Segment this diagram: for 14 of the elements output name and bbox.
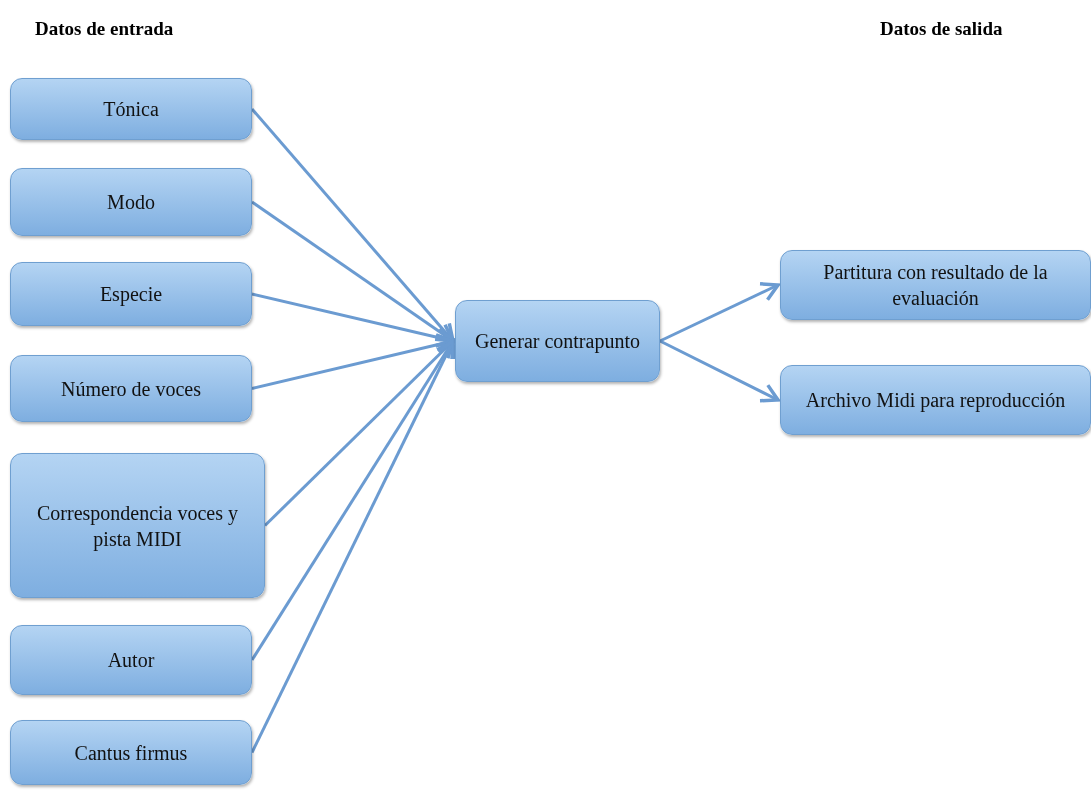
process-box: Cantus firmus	[10, 720, 252, 785]
process-box: Archivo Midi para reproducción	[780, 365, 1091, 435]
process-box: Autor	[10, 625, 252, 695]
process-box: Generar contrapunto	[455, 300, 660, 382]
process-box: Correspondencia voces y pista MIDI	[10, 453, 265, 598]
process-box: Partitura con resultado de la evaluación	[780, 250, 1091, 320]
process-box: Número de voces	[10, 355, 252, 422]
column-heading: Datos de entrada	[35, 18, 174, 40]
column-heading: Datos de salida	[880, 18, 1003, 40]
process-box: Tónica	[10, 78, 252, 140]
arrow	[659, 282, 780, 343]
arrow	[659, 339, 780, 403]
process-box: Modo	[10, 168, 252, 236]
process-box: Especie	[10, 262, 252, 326]
